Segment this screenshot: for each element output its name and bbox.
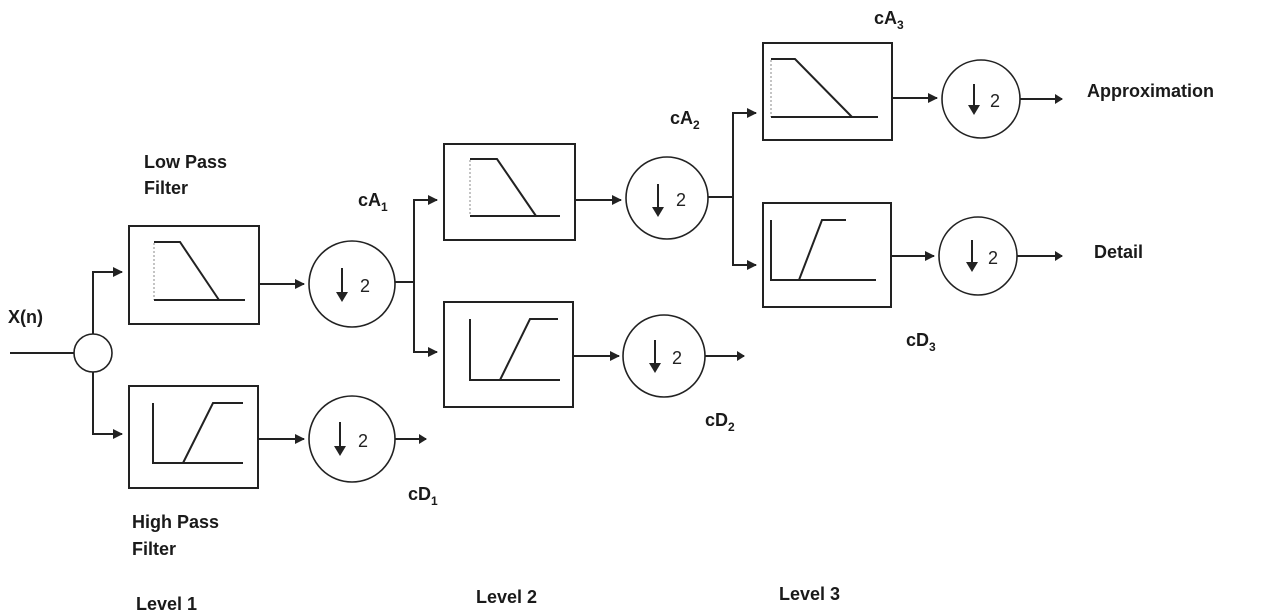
arrow-to-hpf3 [732, 197, 757, 270]
low-pass-filter-1 [128, 225, 260, 325]
arrow-to-hpf2 [413, 282, 438, 357]
arrow-to-lpf3 [732, 108, 757, 197]
output-detail: Detail [1094, 242, 1143, 262]
level-2-label: Level 2 [476, 587, 537, 607]
level-3-label: Level 3 [779, 584, 840, 604]
downsample-factor: 2 [988, 248, 998, 268]
coef-cd2: cD2 [705, 410, 735, 434]
downsampler-a2: 2 [625, 156, 709, 240]
low-pass-filter-3 [762, 42, 893, 141]
coef-ca1: cA1 [358, 190, 388, 214]
coef-ca2: cA2 [670, 108, 700, 132]
downsampler-a3: 2 [941, 59, 1021, 139]
arrow-to-lpf1 [92, 267, 123, 334]
output-approximation: Approximation [1087, 81, 1214, 101]
high-pass-filter-1 [128, 385, 259, 489]
downsampler-d2: 2 [622, 314, 706, 398]
downsampler-d1: 2 [308, 395, 396, 483]
arrow-to-hpf1 [92, 372, 123, 439]
high-pass-label-line1: High Pass [132, 512, 219, 532]
arrow-to-lpf2 [413, 195, 438, 282]
high-pass-filter-3 [762, 202, 892, 308]
downsample-factor: 2 [676, 190, 686, 210]
low-pass-filter-2 [443, 143, 576, 241]
level-1-label: Level 1 [136, 594, 197, 614]
downsampler-a1: 2 [308, 240, 396, 328]
low-pass-label-line1: Low Pass [144, 152, 227, 172]
high-pass-filter-2 [443, 301, 574, 408]
high-pass-label-line2: Filter [132, 539, 176, 559]
downsampler-d3: 2 [938, 216, 1018, 296]
coef-ca3: cA3 [874, 8, 904, 32]
downsample-factor: 2 [672, 348, 682, 368]
coef-cd1: cD1 [408, 484, 438, 508]
low-pass-label-line2: Filter [144, 178, 188, 198]
coef-cd3: cD3 [906, 330, 936, 354]
downsample-factor: 2 [358, 431, 368, 451]
input-label: X(n) [8, 307, 43, 327]
downsample-factor: 2 [990, 91, 1000, 111]
downsample-factor: 2 [360, 276, 370, 296]
split-node [73, 333, 113, 373]
